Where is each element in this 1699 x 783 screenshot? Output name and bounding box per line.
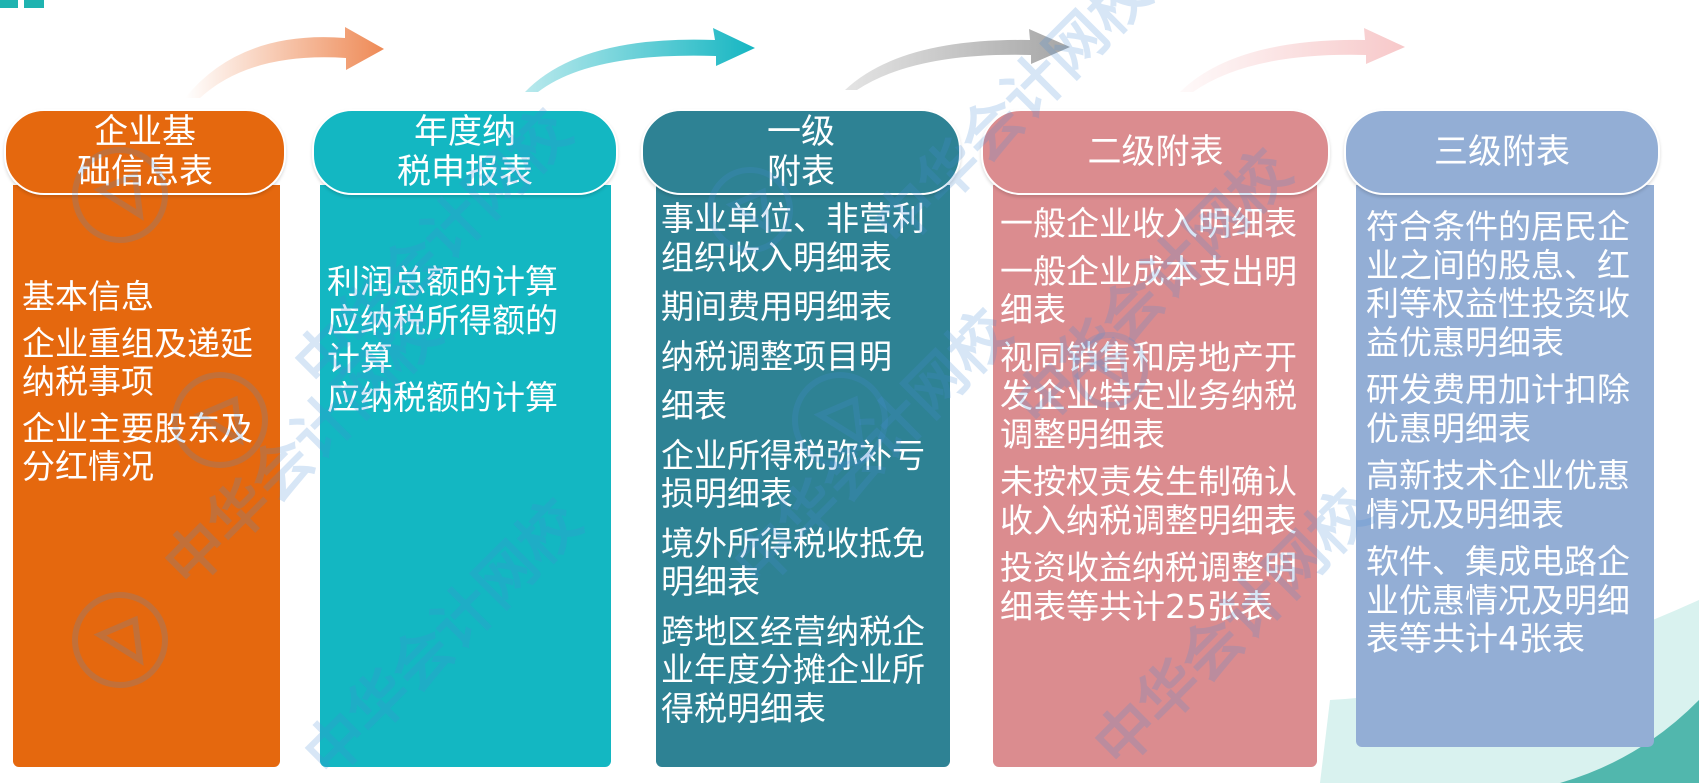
header-line: 础信息表 [77, 152, 213, 192]
item-line: 事业单位、非营利 [661, 199, 925, 238]
item-line: 细表等共计25张表 [1000, 586, 1273, 626]
list-item: 高新技术企业优惠 情况及明细表 [1366, 456, 1656, 534]
item-line: 企业所得税弥补亏 [661, 435, 925, 475]
item-line: 符合条件的居民企 [1366, 207, 1630, 246]
list-item: 期间费用明细表 [661, 287, 961, 327]
column-header: 企业基 础信息表 [4, 109, 286, 195]
list-item: 视同销售和房地产开 发企业特定业务纳税 调整明细表 [1000, 337, 1320, 455]
item-line: 研发费用加计扣除 [1366, 370, 1630, 409]
column-header: 二级附表 [981, 109, 1330, 195]
list-item: 符合条件的居民企 业之间的股息、红 利等权益性投资收 益优惠明细表 [1366, 207, 1656, 362]
item-line: 细表 [1000, 290, 1066, 329]
list-item: 基本信息 [22, 277, 278, 317]
list-item: 软件、集成电路企 业优惠情况及明细 表等共计4张表 [1366, 542, 1656, 659]
item-line: 损明细表 [661, 474, 793, 513]
item-line: 调整明细表 [1000, 414, 1165, 454]
arrow-1 [185, 27, 384, 98]
header-line: 年度纳 [414, 112, 516, 152]
item-line: 境外所得税收抵免 [661, 523, 925, 563]
item-line: 组织收入明细表 [661, 237, 892, 277]
header-line: 一级 [767, 112, 835, 152]
header-line: 税申报表 [397, 152, 533, 192]
item-line: 纳税事项 [22, 362, 154, 401]
item-line: 企业主要股东及 [22, 408, 253, 448]
item-line: 分红情况 [22, 447, 154, 486]
list-item: 未按权责发生制确认 收入纳税调整明细表 [1000, 462, 1320, 540]
arrow-3 [845, 29, 1070, 90]
item-line: 期间费用明细表 [661, 287, 892, 326]
item-list: 符合条件的居民企 业之间的股息、红 利等权益性投资收 益优惠明细表 研发费用加计… [1366, 207, 1656, 668]
item-line: 优惠明细表 [1366, 408, 1531, 448]
list-item: 细表 [661, 386, 961, 426]
item-line: 基本信息 [22, 277, 154, 316]
list-item: 企业主要股东及 分红情况 [22, 408, 278, 487]
item-line: 视同销售和房地产开 [1000, 337, 1297, 377]
arrow-2 [525, 28, 755, 92]
list-item: 企业重组及递延 纳税事项 [22, 323, 278, 402]
item-line: 益优惠明细表 [1366, 322, 1564, 362]
list-item: 研发费用加计扣除 优惠明细表 [1366, 370, 1656, 448]
item-line: 一般企业收入明细表 [1000, 204, 1297, 243]
item-line: 业优惠情况及明细 [1366, 580, 1630, 620]
column-header: 年度纳 税申报表 [312, 109, 618, 195]
item-list: 利润总额的计算 应纳税所得额的 计算 应纳税额的计算 [327, 262, 617, 417]
item-list: 事业单位、非营利 组织收入明细表 期间费用明细表 纳税调整项目明 细表 企业所得… [661, 199, 961, 739]
column-body [656, 185, 950, 767]
item-line: 表等共计4张表 [1366, 619, 1585, 658]
item-line: 软件、集成电路企 [1366, 542, 1630, 581]
item-line: 跨地区经营纳税企 [661, 611, 925, 651]
item-line: 纳税调整项目明 [661, 336, 892, 376]
item-line: 业之间的股息、红 [1366, 245, 1630, 285]
item-line: 明细表 [661, 562, 760, 601]
header-line: 三级附表 [1434, 132, 1570, 172]
item-list: 基本信息 企业重组及递延 纳税事项 企业主要股东及 分红情况 [22, 277, 278, 495]
item-list: 一般企业收入明细表 一般企业成本支出明 细表 视同销售和房地产开 发企业特定业务… [1000, 204, 1320, 635]
list-item: 跨地区经营纳税企 业年度分摊企业所 得税明细表 [661, 611, 961, 729]
arrow-4 [1180, 28, 1405, 92]
column-body [13, 185, 280, 767]
item-line: 利润总额的计算 [327, 262, 558, 301]
list-item: 纳税调整项目明 [661, 336, 961, 377]
list-item: 企业所得税弥补亏 损明细表 [661, 435, 961, 514]
item-line: 一般企业成本支出明 [1000, 251, 1297, 291]
header-line: 附表 [767, 152, 835, 192]
list-item: 事业单位、非营利 组织收入明细表 [661, 199, 961, 277]
item-line: 细表 [661, 386, 727, 425]
list-item: 境外所得税收抵免 明细表 [661, 523, 961, 602]
corner-accent [0, 0, 46, 10]
item-line: 高新技术企业优惠 [1366, 456, 1630, 495]
column-body [993, 185, 1317, 767]
column-body [1356, 185, 1654, 747]
header-line: 企业基 [94, 112, 196, 152]
item-line: 未按权责发生制确认 [1000, 462, 1297, 501]
column-header: 一级 附表 [641, 109, 961, 195]
list-item: 一般企业成本支出明 细表 [1000, 251, 1320, 330]
item-line: 发企业特定业务纳税 [1000, 376, 1297, 415]
item-line: 业年度分摊企业所 [661, 650, 925, 689]
item-line: 应纳税所得额的 [327, 300, 558, 340]
item-line: 利等权益性投资收 [1366, 284, 1630, 323]
item-line: 应纳税额的计算 [327, 377, 558, 417]
item-line: 情况及明细表 [1366, 494, 1564, 534]
list-item: 投资收益纳税调整明 细表等共计25张表 [1000, 548, 1320, 626]
column-header: 三级附表 [1344, 109, 1660, 195]
column-body [320, 185, 611, 767]
item-line: 企业重组及递延 [22, 323, 253, 363]
header-line: 二级附表 [1087, 132, 1224, 172]
item-line: 计算 [327, 339, 393, 378]
item-line: 收入纳税调整明细表 [1000, 500, 1297, 540]
item-line: 得税明细表 [661, 688, 826, 728]
item-line: 投资收益纳税调整明 [1000, 548, 1297, 587]
list-item: 一般企业收入明细表 [1000, 204, 1320, 244]
